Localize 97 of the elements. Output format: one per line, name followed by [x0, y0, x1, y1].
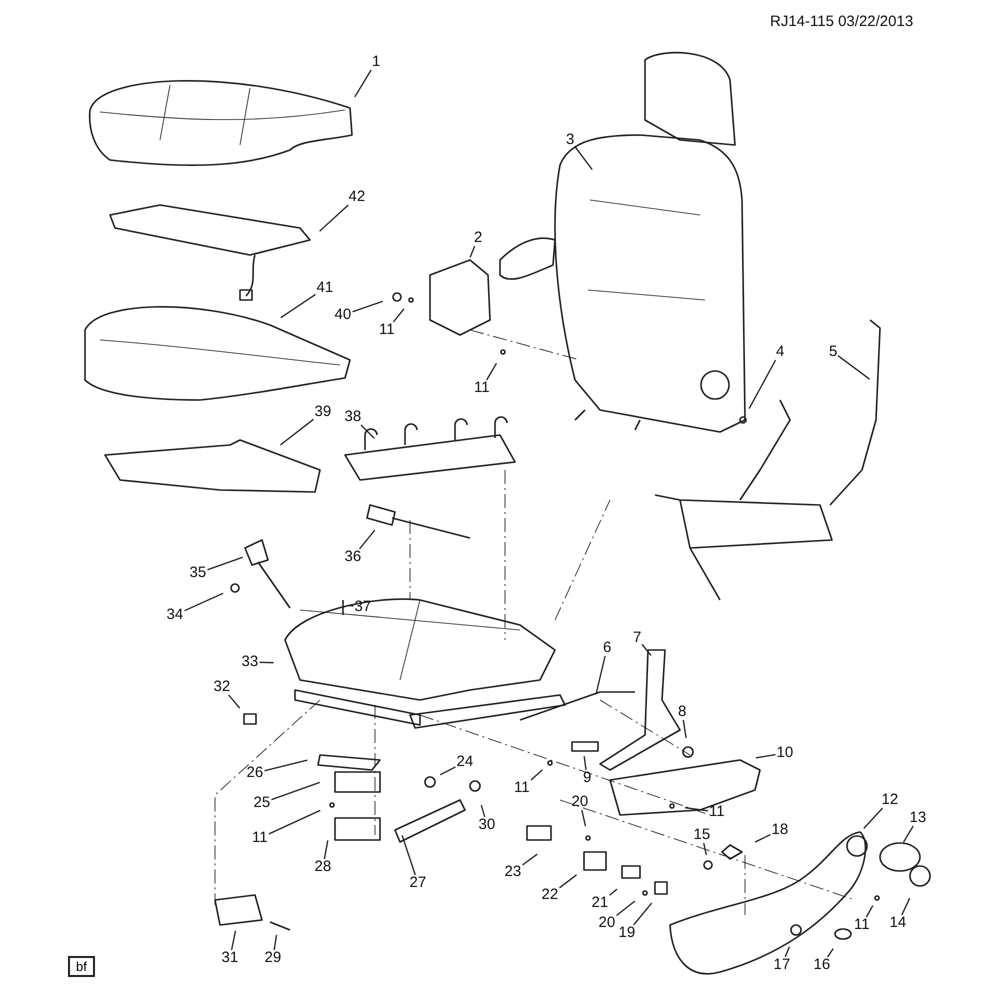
callout-number: 28 — [314, 859, 332, 875]
leader-line — [609, 888, 618, 896]
callout-number: 25 — [252, 795, 272, 811]
callout-number: 31 — [220, 950, 240, 966]
callout-number: 1 — [371, 54, 382, 70]
callout-number: 9 — [582, 770, 592, 786]
callout-number: 27 — [408, 875, 428, 891]
leader-line — [280, 294, 316, 318]
callout-number: 12 — [880, 792, 900, 808]
callout-number: 40 — [334, 307, 352, 323]
leader-line — [264, 759, 308, 772]
leader-line — [748, 360, 776, 409]
leader-line — [359, 530, 376, 550]
leader-line — [522, 854, 538, 866]
leader-line — [274, 934, 278, 950]
leader-line — [901, 898, 910, 916]
drawing-number: RJ14-115 03/22/2013 — [770, 13, 914, 30]
leader-line — [360, 424, 375, 439]
leader-line — [595, 656, 606, 695]
leader-line — [440, 766, 456, 776]
leader-line — [228, 694, 240, 709]
callout-number: 11 — [473, 380, 491, 396]
callout-number: 11 — [378, 322, 396, 338]
callout-number: 11 — [708, 804, 726, 820]
callout-number: 32 — [212, 679, 232, 695]
leader-line — [354, 70, 372, 98]
callout-number: 20 — [570, 794, 590, 810]
callout-number: 41 — [316, 280, 334, 296]
leader-line — [319, 204, 349, 232]
callout-number: 34 — [166, 607, 184, 623]
leader-line — [642, 644, 652, 656]
callout-number: 37 — [354, 599, 372, 615]
callout-number: 3 — [565, 132, 576, 148]
callout-number: 2 — [473, 230, 484, 246]
callout-number: 14 — [888, 915, 908, 931]
leader-line — [392, 308, 404, 322]
leader-line — [401, 835, 416, 876]
callout-number: 8 — [677, 704, 688, 720]
leader-line — [756, 754, 776, 759]
callout-number: 42 — [348, 189, 366, 205]
callout-number: 19 — [618, 925, 636, 941]
leader-line — [486, 362, 498, 380]
callout-number: 38 — [344, 409, 362, 425]
leader-line — [682, 720, 687, 738]
leader-line — [581, 810, 586, 826]
leader-line — [703, 842, 707, 856]
callout-number: 30 — [478, 817, 496, 833]
leader-line — [684, 807, 708, 812]
callout-number: 22 — [540, 887, 560, 903]
callout-number: 15 — [692, 827, 712, 843]
leader-line — [902, 826, 914, 843]
leader-line — [352, 300, 383, 312]
leader-line — [207, 556, 243, 570]
callout-number: 7 — [632, 630, 642, 646]
callout-number: 17 — [772, 957, 792, 973]
callout-number: 11 — [853, 917, 871, 933]
leader-line — [559, 874, 577, 888]
leader-line — [347, 604, 354, 607]
callout-number: 20 — [598, 915, 616, 931]
leader-line — [268, 810, 320, 834]
callout-number: 26 — [246, 765, 264, 781]
leader-line — [863, 808, 884, 829]
leader-line — [271, 782, 320, 800]
leader-line — [480, 804, 486, 818]
leader-line — [230, 930, 236, 950]
leader-line — [259, 662, 274, 664]
callout-number: 39 — [314, 404, 332, 420]
callout-number: 4 — [775, 344, 786, 360]
callout-number: 13 — [908, 810, 928, 826]
leader-line — [324, 840, 328, 860]
callout-number: 29 — [264, 950, 282, 966]
leader-line — [826, 948, 834, 958]
leader-line — [838, 355, 870, 380]
callout-number: 23 — [504, 864, 522, 880]
callout-number: 36 — [344, 549, 362, 565]
callout-number: 5 — [828, 344, 838, 360]
callout-number: 16 — [812, 957, 832, 973]
callout-number: 10 — [776, 745, 794, 761]
callout-number: 21 — [590, 895, 610, 911]
leader-line — [616, 900, 636, 916]
leader-line — [470, 246, 476, 258]
leader-line — [530, 769, 543, 780]
callout-number: 6 — [602, 640, 612, 656]
leader-line — [866, 905, 874, 918]
callout-number: 18 — [770, 822, 790, 838]
leader-line — [584, 756, 587, 770]
callout-number: 24 — [456, 754, 474, 770]
callout-number: 33 — [240, 654, 260, 670]
leader-line — [633, 902, 652, 926]
leader-line — [184, 592, 224, 612]
leader-line — [280, 418, 314, 446]
callout-number: 11 — [251, 830, 269, 846]
callout-number: 35 — [188, 565, 208, 581]
callout-number: 11 — [513, 780, 531, 796]
leader-line — [754, 834, 771, 843]
leader-line — [784, 946, 790, 958]
code-tag: bf — [68, 956, 95, 977]
